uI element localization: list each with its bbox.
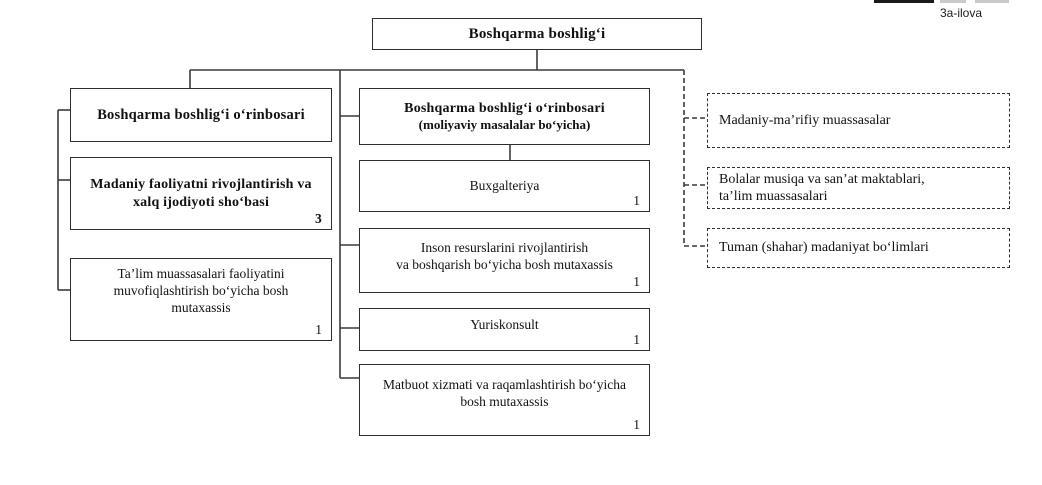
box-subtitle: (moliyaviy masalalar bo‘yicha) (418, 117, 591, 133)
staff-count: 1 (633, 332, 640, 348)
box-title: Buxgalteriya (469, 177, 540, 193)
box-title: Boshqarma boshlig‘i o‘rinbosari (404, 100, 605, 116)
org-box-root-title: Boshqarma boshlig‘i (468, 25, 606, 42)
org-box-deputy-finance: Boshqarma boshlig‘i o‘rinbosari (moliyav… (359, 88, 650, 145)
org-box-press-specialist: Matbuot xizmati va raqamlashtirish bo‘yi… (359, 364, 650, 436)
dashed-box-cultural-institutions: Madaniy-ma’rifiy muassasalar (707, 93, 1010, 148)
staff-count: 3 (315, 211, 322, 227)
org-box-culture-development-dept: Madaniy faoliyatni rivojlantirish va xal… (70, 157, 332, 230)
box-title: Tuman (shahar) madaniyat bo‘limlari (719, 240, 929, 256)
appendix-label: 3a-ilova (939, 6, 983, 20)
org-box-legal-counsel: Yuriskonsult 1 (359, 308, 650, 351)
box-title: Madaniy-ma’rifiy muassasalar (719, 112, 891, 128)
dashed-box-district-culture-departments: Tuman (shahar) madaniyat bo‘limlari (707, 228, 1010, 268)
box-title: Inson resurslarini rivojlantirish va bos… (396, 239, 613, 272)
org-box-education-specialist: Ta’lim muassasalari faoliyatini muvofiql… (70, 258, 332, 341)
org-box-deputy-left: Boshqarma boshlig‘i o‘rinbosari (70, 88, 332, 142)
org-box-accounting: Buxgalteriya 1 (359, 160, 650, 212)
box-title: Matbuot xizmati va raqamlashtirish bo‘yi… (383, 377, 626, 409)
staff-count: 1 (633, 274, 640, 290)
dashed-box-music-art-schools: Bolalar musiqa va san’at maktablari, ta’… (707, 167, 1010, 209)
box-title: Yuriskonsult (470, 317, 539, 333)
org-box-hr-specialist: Inson resurslarini rivojlantirish va bos… (359, 228, 650, 293)
box-title: Bolalar musiqa va san’at maktablari, ta’… (719, 171, 925, 205)
box-title: Madaniy faoliyatni rivojlantirish va xal… (90, 177, 312, 210)
staff-count: 1 (633, 193, 640, 209)
org-box-root: Boshqarma boshlig‘i (372, 18, 702, 50)
cropped-underline-fragment (874, 0, 934, 3)
cropped-text-fragment (940, 0, 966, 3)
box-title: Boshqarma boshlig‘i o‘rinbosari (97, 106, 305, 123)
staff-count: 1 (315, 322, 322, 338)
staff-count: 1 (633, 417, 640, 433)
cropped-text-fragment (975, 0, 1009, 3)
box-title: Ta’lim muassasalari faoliyatini muvofiql… (113, 266, 289, 315)
